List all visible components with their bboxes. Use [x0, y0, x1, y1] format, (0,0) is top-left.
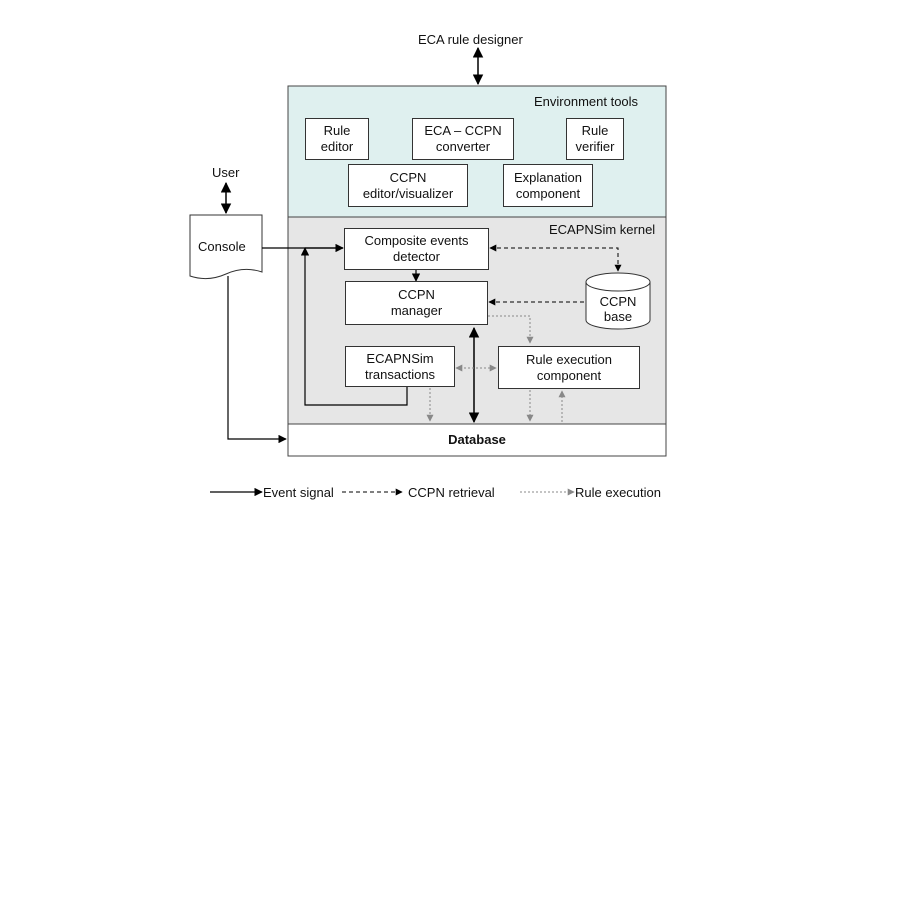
- kernel-title: ECAPNSim kernel: [549, 222, 656, 237]
- base-line1: CCPN: [599, 294, 637, 309]
- user-label: User: [212, 165, 240, 180]
- rule-exec-line1: Rule execution: [526, 351, 612, 367]
- transactions-to-detector-arrow: [300, 247, 408, 406]
- rule-verifier-line2: verifier: [575, 139, 615, 154]
- detector-line2: detector: [393, 249, 440, 264]
- converter-line2: converter: [435, 139, 491, 154]
- rule-editor-line1: Rule: [323, 123, 351, 138]
- legend-rule-execution-text: Rule execution: [575, 485, 661, 500]
- base-line2: base: [603, 309, 633, 324]
- manager-line1: CCPN: [398, 287, 435, 302]
- detector-base-retrieval: [489, 244, 622, 272]
- legend-event-signal-text: Event signal: [263, 485, 334, 500]
- explanation-line2: component: [515, 185, 581, 201]
- transactions-line2: transactions: [364, 366, 436, 382]
- console-shape: [189, 214, 263, 280]
- console-label: Console: [198, 239, 246, 254]
- legend-ccpn-retrieval-text: CCPN retrieval: [408, 485, 495, 500]
- rule-exec-line2: component: [536, 367, 602, 383]
- ccpn-base-cylinder: [585, 272, 651, 330]
- rule-editor-line2: editor: [320, 139, 354, 154]
- ccpn-editor-line2: editor/visualizer: [362, 185, 454, 201]
- manager-line2: manager: [390, 303, 443, 318]
- manager-to-rule-exec: [488, 315, 534, 344]
- database-label: Database: [448, 432, 506, 447]
- ccpn-editor-line1: CCPN: [389, 169, 427, 185]
- explanation-line1: Explanation: [514, 169, 582, 185]
- detector-line1: Composite events: [364, 233, 469, 248]
- console-to-database-arrow: [227, 276, 287, 444]
- converter-line1: ECA – CCPN: [424, 123, 502, 138]
- database-region: [287, 423, 667, 457]
- environment-tools-title: Environment tools: [534, 94, 639, 109]
- eca-rule-designer-label: ECA rule designer: [418, 32, 523, 47]
- rule-verifier-line1: Rule: [581, 123, 609, 138]
- transactions-line1: ECAPNSim: [366, 350, 434, 366]
